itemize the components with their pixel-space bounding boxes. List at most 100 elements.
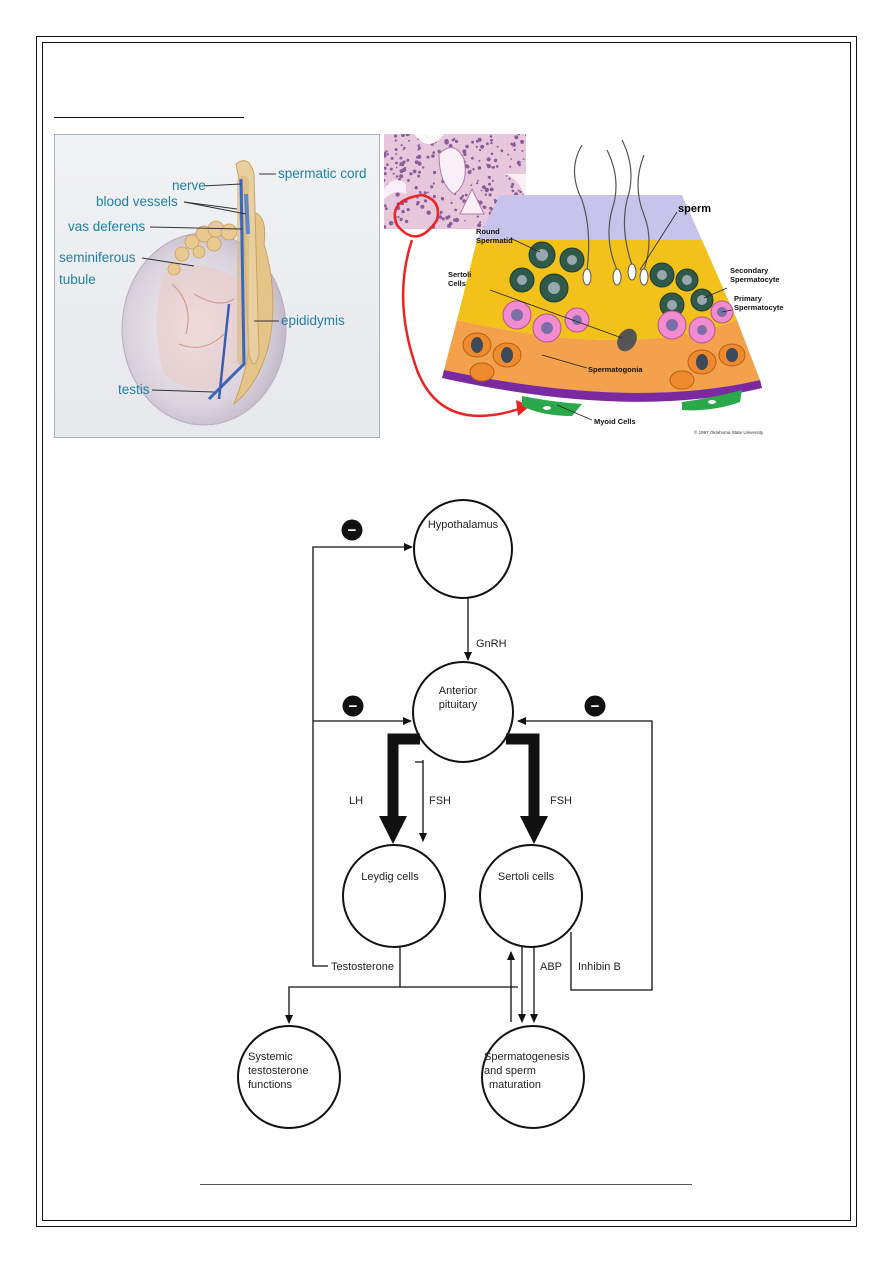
cell-speckle bbox=[417, 174, 421, 178]
cell-speckle bbox=[416, 196, 419, 199]
cell-speckle bbox=[432, 194, 436, 199]
cell-speckle bbox=[402, 160, 406, 164]
inhibition-marker-hypothalamus: − bbox=[341, 519, 363, 541]
cell-speckle bbox=[495, 165, 499, 168]
edge-label-lh: LH bbox=[349, 795, 363, 807]
cell-speckle bbox=[401, 134, 405, 137]
cell-speckle bbox=[384, 225, 387, 229]
node-label-and-sperm: and sperm bbox=[484, 1065, 536, 1077]
svg-text:−: − bbox=[348, 522, 357, 539]
label-secondary-spermatocyte: Spermatocyte bbox=[730, 275, 780, 284]
cell-speckle bbox=[448, 215, 451, 218]
cell-speckle bbox=[490, 141, 493, 145]
label-nerve: nerve bbox=[172, 178, 206, 193]
cell-speckle bbox=[488, 182, 491, 186]
label-seminiferous: seminiferous bbox=[59, 250, 136, 265]
label-vas-deferens: vas deferens bbox=[68, 219, 146, 234]
node-label-functions: functions bbox=[248, 1079, 293, 1091]
cell-speckle bbox=[444, 139, 449, 144]
cell-speckle bbox=[486, 163, 488, 166]
arrow-fsh-leydig bbox=[415, 760, 423, 841]
cell-speckle bbox=[394, 139, 397, 142]
cell-speckle bbox=[405, 134, 410, 137]
cell-speckle bbox=[384, 204, 387, 208]
cell-speckle bbox=[392, 172, 395, 175]
cell-speckle bbox=[399, 156, 403, 160]
cell-speckle bbox=[461, 194, 465, 198]
svg-text:−: − bbox=[591, 698, 600, 715]
label-round: Round bbox=[476, 227, 500, 236]
label-cells: Cells bbox=[448, 279, 466, 288]
node-spermatogenesis bbox=[481, 1025, 585, 1129]
cell-speckle bbox=[406, 158, 410, 162]
cell-speckle bbox=[384, 178, 386, 182]
cell-speckle bbox=[399, 162, 403, 165]
cell-speckle bbox=[430, 185, 434, 189]
cell-speckle bbox=[423, 199, 428, 203]
cell-speckle bbox=[496, 145, 499, 148]
cell-speckle bbox=[463, 152, 467, 157]
cell-speckle bbox=[508, 177, 511, 180]
cell-speckle bbox=[423, 191, 427, 195]
cell-speckle bbox=[472, 168, 475, 171]
cell-speckle bbox=[469, 169, 472, 172]
cell-speckle bbox=[517, 134, 521, 136]
cell-speckle bbox=[432, 182, 435, 185]
label-spermatid: Spermatid bbox=[476, 236, 513, 245]
cell-speckle bbox=[418, 170, 422, 174]
cell-speckle bbox=[441, 217, 445, 221]
node-systemic-functions bbox=[237, 1025, 341, 1129]
cell-speckle bbox=[510, 158, 513, 160]
inhibition-marker-pituitary-right: − bbox=[584, 695, 606, 717]
cell-speckle bbox=[440, 197, 445, 201]
feedback-testosterone bbox=[312, 543, 413, 967]
cell-speckle bbox=[395, 161, 398, 165]
cell-speckle bbox=[384, 153, 387, 158]
cell-speckle bbox=[491, 179, 494, 182]
cell-speckle bbox=[400, 144, 403, 147]
cell-speckle bbox=[454, 208, 458, 212]
cell-speckle bbox=[514, 135, 519, 140]
cell-speckle bbox=[395, 192, 400, 197]
label-tubule: tubule bbox=[59, 272, 96, 287]
seminiferous-epithelium-diagram: sperm Round Spermatid Sertoli Cells Seco… bbox=[393, 140, 784, 435]
cell-speckle bbox=[493, 158, 498, 163]
cell-speckle bbox=[390, 156, 394, 160]
node-label-maturation: maturation bbox=[489, 1079, 541, 1091]
edge-label-inhibin: Inhibin B bbox=[578, 961, 621, 973]
cell-speckle bbox=[416, 156, 419, 159]
svg-text:−: − bbox=[349, 698, 358, 715]
cell-speckle bbox=[479, 221, 482, 224]
cell-speckle bbox=[407, 179, 410, 182]
cell-speckle bbox=[519, 190, 522, 194]
edge-label-gnrh: GnRH bbox=[476, 638, 507, 650]
cell-speckle bbox=[462, 149, 467, 154]
label-primary: Primary bbox=[734, 294, 763, 303]
cell-speckle bbox=[418, 146, 421, 150]
feedback-inhibin bbox=[517, 717, 653, 991]
label-blood-vessels: blood vessels bbox=[96, 194, 178, 209]
cell-speckle bbox=[398, 178, 401, 181]
label-copyright: © 1997 Oklahoma State University bbox=[694, 429, 764, 435]
edge-label-fsh-right: FSH bbox=[550, 795, 572, 807]
cell-speckle bbox=[403, 146, 406, 150]
cell-speckle bbox=[477, 179, 479, 182]
cell-speckle bbox=[490, 138, 493, 142]
cell-speckle bbox=[486, 157, 491, 162]
cell-speckle bbox=[477, 166, 482, 170]
cell-speckle bbox=[388, 221, 394, 226]
edge-label-abp: ABP bbox=[540, 961, 562, 973]
page-border-outer bbox=[36, 36, 857, 1227]
cell-speckle bbox=[402, 148, 405, 151]
cell-speckle bbox=[486, 142, 489, 146]
label-sertoli: Sertoli bbox=[448, 270, 471, 279]
label-primary-spermatocyte: Spermatocyte bbox=[734, 303, 784, 312]
cell-speckle bbox=[520, 139, 525, 144]
label-epididymis: epididymis bbox=[281, 313, 345, 328]
cell-speckle bbox=[476, 182, 479, 185]
inhibition-marker-pituitary-left: − bbox=[342, 695, 364, 717]
page-border-inner bbox=[42, 42, 851, 1221]
cell-speckle bbox=[507, 153, 510, 156]
cell-speckle bbox=[426, 155, 430, 159]
cell-speckle bbox=[490, 152, 494, 156]
